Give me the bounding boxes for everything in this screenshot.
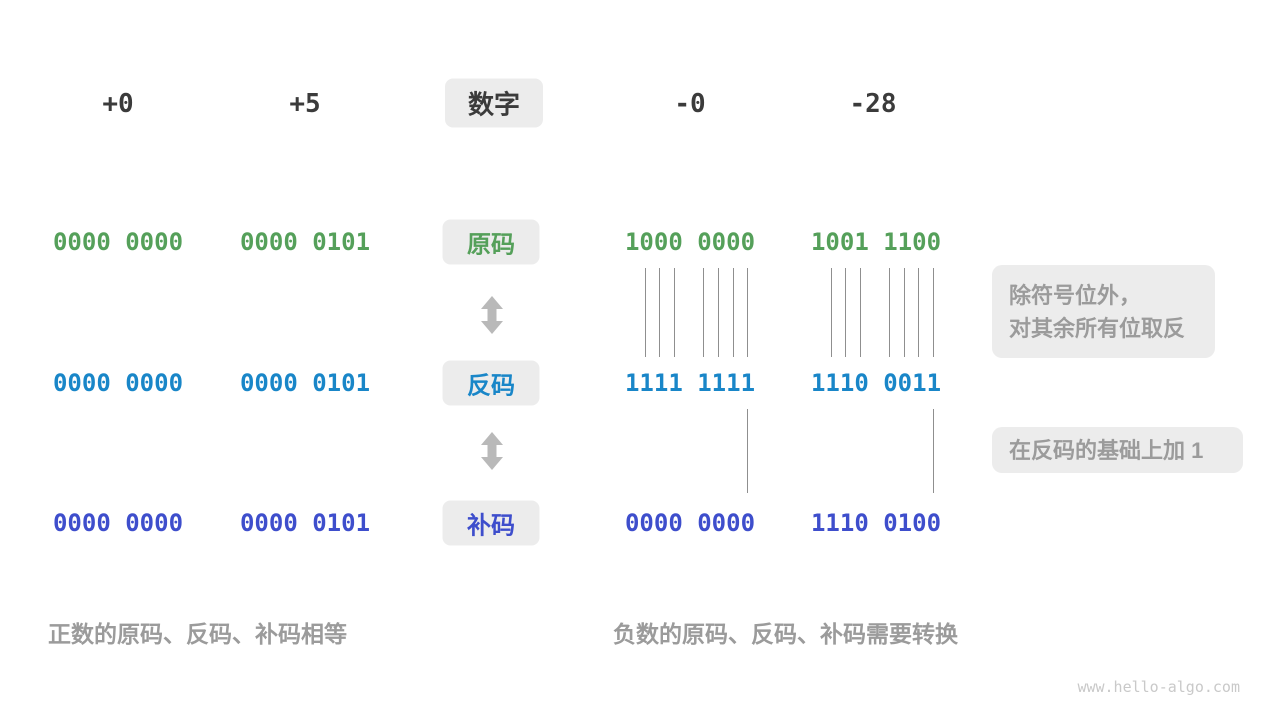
- negative-caption: 负数的原码、反码、补码需要转换: [613, 621, 958, 647]
- sign-magnitude-minus0: 1000 0000: [624, 228, 756, 256]
- positive-caption: 正数的原码、反码、补码相等: [48, 621, 347, 647]
- twos-complement-plus5: 0000 0101: [239, 509, 371, 537]
- sign-magnitude-plus5: 0000 0101: [239, 228, 371, 256]
- flip-note-line1: 除符号位外，: [1009, 282, 1142, 308]
- flip-note-line2: 对其余所有位取反: [1009, 315, 1186, 341]
- twos-complement-box: 补码: [442, 500, 540, 546]
- sign-magnitude-box: 原码: [442, 219, 540, 265]
- ones-complement-minus28: 1110 0011: [810, 369, 942, 397]
- bit-flip-line: [733, 268, 734, 357]
- bit-flip-line: [703, 268, 704, 357]
- bit-flip-line: [933, 268, 934, 357]
- carry-line: [933, 409, 934, 493]
- twos-complement-minus0: 0000 0000: [624, 509, 756, 537]
- add-one-note: 在反码的基础上加 1: [992, 427, 1243, 473]
- bit-flip-line: [889, 268, 890, 357]
- header-value-minus28: -28: [849, 89, 897, 119]
- sign-magnitude-minus28: 1001 1100: [810, 228, 942, 256]
- sign-magnitude-plus0: 0000 0000: [52, 228, 184, 256]
- twos-complement-minus28: 1110 0100: [810, 509, 942, 537]
- bit-flip-line: [674, 268, 675, 357]
- bit-flip-line: [659, 268, 660, 357]
- bit-flip-line: [831, 268, 832, 357]
- twos-complement-plus0: 0000 0000: [52, 509, 184, 537]
- ones-complement-plus0: 0000 0000: [52, 369, 184, 397]
- sign-magnitude-label: 原码: [467, 231, 515, 259]
- ones-complement-plus5: 0000 0101: [239, 369, 371, 397]
- site-watermark: www.hello-algo.com: [1077, 678, 1240, 696]
- ones-complement-box: 反码: [442, 360, 540, 406]
- bit-flip-line: [918, 268, 919, 357]
- ones-complement-label: 反码: [467, 372, 515, 400]
- bit-flip-line: [645, 268, 646, 357]
- number-label-box: 数字: [445, 78, 543, 128]
- header-value-plus5: +5: [289, 89, 321, 119]
- twos-complement-label: 补码: [467, 512, 515, 540]
- carry-line: [747, 409, 748, 493]
- bit-flip-line: [860, 268, 861, 357]
- bit-flip-line: [718, 268, 719, 357]
- ones-complement-minus0: 1111 1111: [624, 369, 756, 397]
- header-value-plus0: +0: [102, 89, 134, 119]
- bit-flip-line: [845, 268, 846, 357]
- bit-flip-line: [747, 268, 748, 357]
- flip-note: 除符号位外， 对其余所有位取反: [992, 265, 1215, 358]
- add-one-note-text: 在反码的基础上加 1: [1009, 437, 1204, 463]
- number-label: 数字: [467, 89, 520, 120]
- updown-arrow-icon: [481, 296, 503, 334]
- bit-flip-line: [904, 268, 905, 357]
- header-value-minus0: -0: [674, 89, 706, 119]
- updown-arrow-icon: [481, 432, 503, 470]
